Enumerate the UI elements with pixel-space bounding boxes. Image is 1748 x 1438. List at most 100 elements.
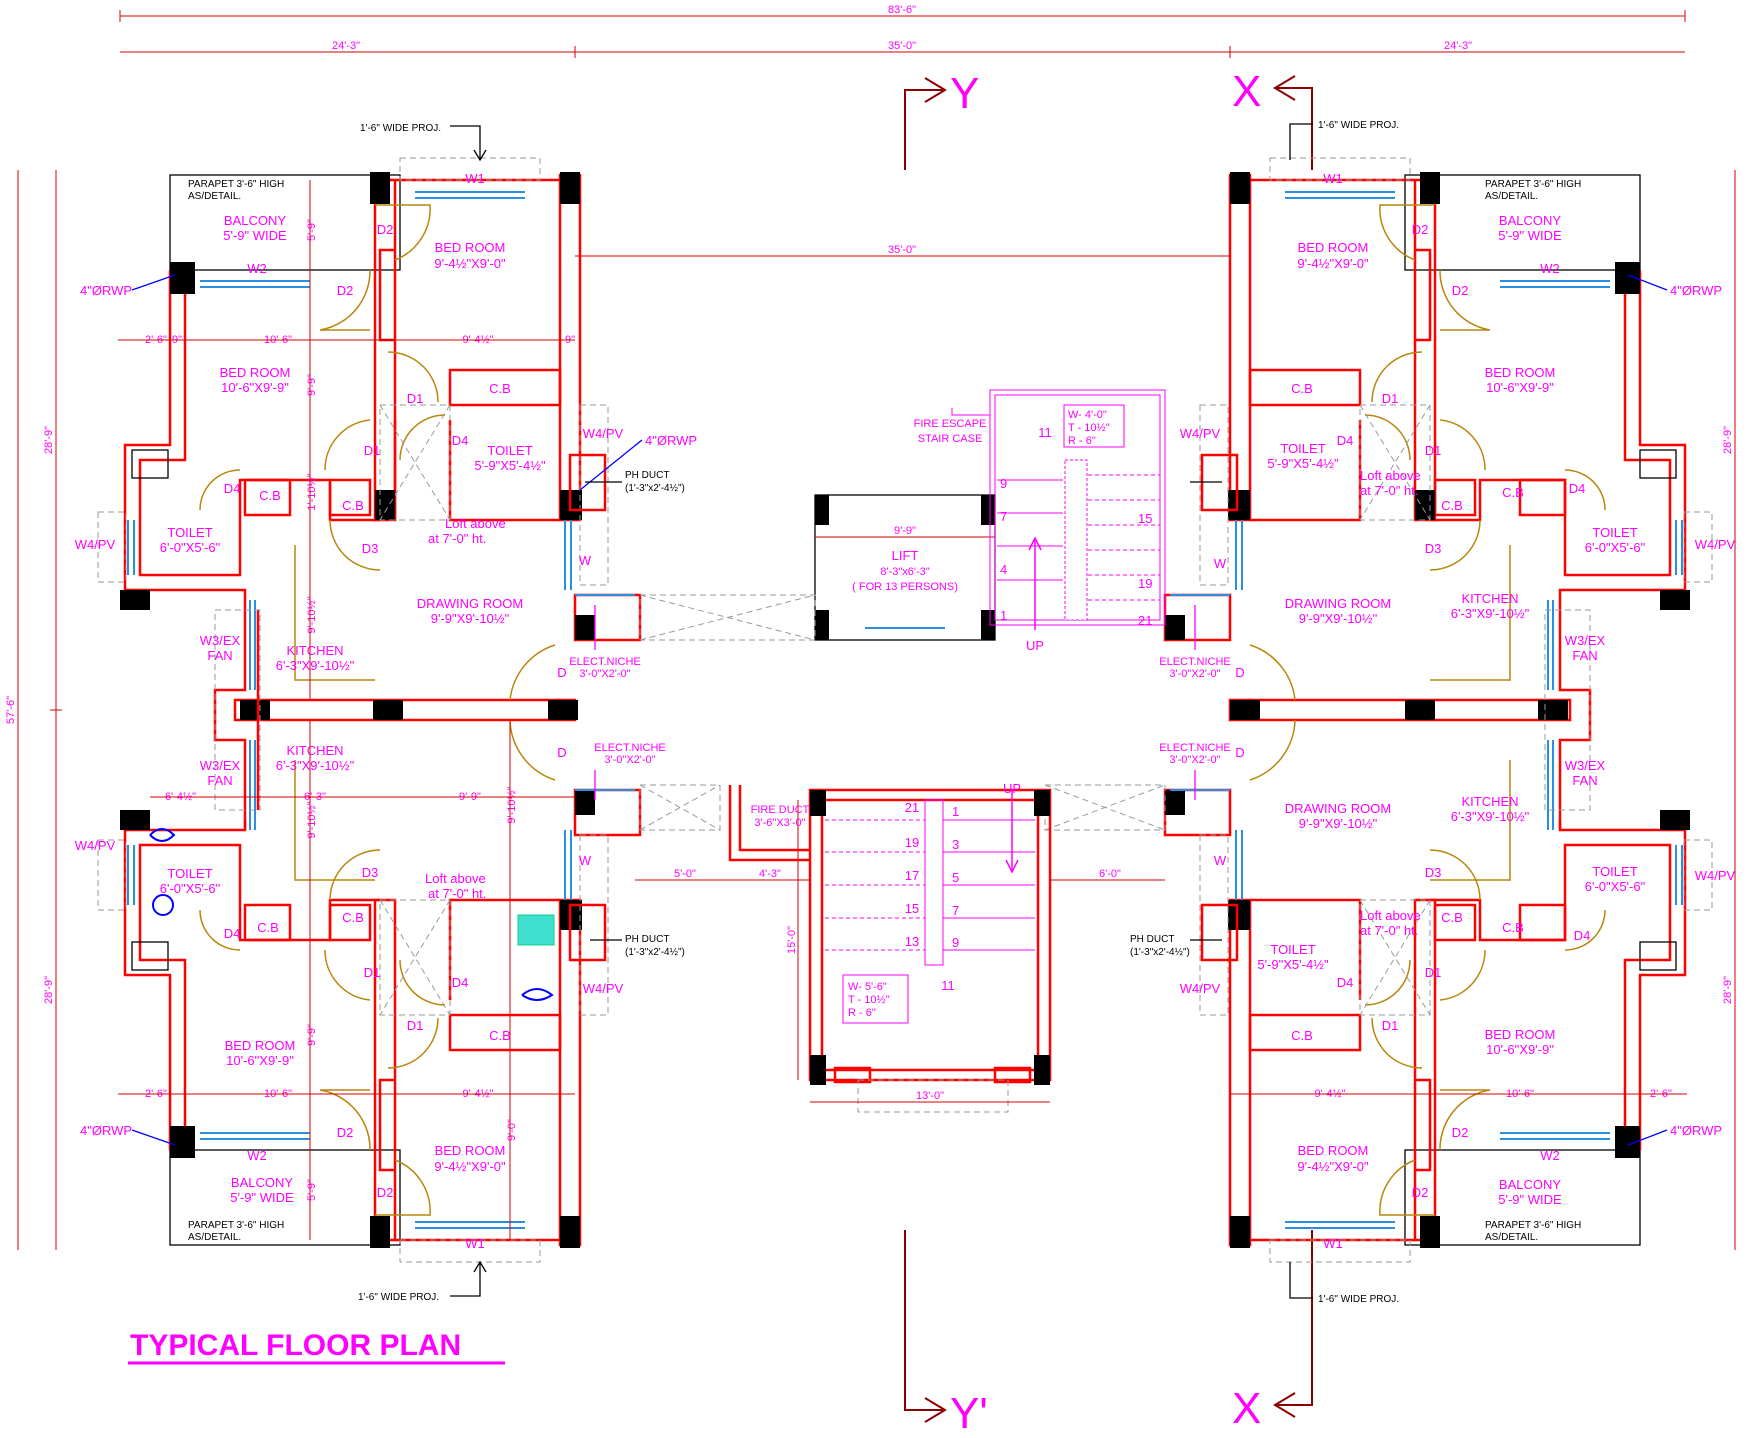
main-stair-step-15: 15 <box>905 901 919 916</box>
dim-5-0: 5'-0" <box>674 868 696 880</box>
kitchen-size-rt: 6'-3"X9'-10½" <box>1451 606 1530 621</box>
elect-label-rt: ELECT.NICHE <box>1159 656 1231 668</box>
d3-label-lb: D3 <box>362 865 379 880</box>
cb-label-rt-2: C.B <box>1441 498 1463 513</box>
d1-label-lt-1: D1 <box>407 391 424 406</box>
main-stair-step-7: 7 <box>952 903 959 918</box>
w1-label-rt: W1 <box>1323 171 1343 186</box>
elect-size-lt: 3'-0"X2'-0" <box>579 668 630 680</box>
toilet2-label-rt: TOILET <box>1280 441 1325 456</box>
fire-duct-size: 3'-6"X3'-0" <box>754 817 805 829</box>
loft-label-lb: Loft above <box>425 871 486 886</box>
right-bottom-labels: PARAPET 3'-6" HIGH AS/DETAIL. BALCONY 5'… <box>1130 742 1736 1305</box>
d-label-lt: D <box>557 665 566 680</box>
leaders <box>131 123 1668 1299</box>
dim-9-10-lb: 9'-10½" <box>306 801 318 838</box>
loft-label-rb-2: at 7'-0" ht. <box>1360 923 1418 938</box>
fan-label-lb: FAN <box>207 773 232 788</box>
kitchen-size-lb: 6'-3"X9'-10½" <box>276 758 355 773</box>
right-wing-dim: 24'-3" <box>1444 40 1472 52</box>
fire-stair-step-15: 15 <box>1138 511 1152 526</box>
fire-stair-step-19: 19 <box>1138 576 1152 591</box>
inner-span-dim: 35'-0" <box>888 244 916 256</box>
d-label-lb: D <box>557 745 566 760</box>
toilet-size-rt: 6'-0"X5'-6" <box>1585 540 1646 555</box>
loft-label-lt-2: at 7'-0" ht. <box>428 531 486 546</box>
bed1-size-lb: 9'-4½"X9'-0" <box>434 1159 506 1174</box>
rwp-label-lt: 4"ØRWP <box>80 283 132 298</box>
bed1-label-rt: BED ROOM <box>1298 240 1369 255</box>
d1-label-rt-2: D1 <box>1425 443 1442 458</box>
balcony-label-lb: BALCONY <box>231 1175 293 1190</box>
main-stair-step-9: 9 <box>952 935 959 950</box>
d2-label-rb-2: D2 <box>1452 1125 1469 1140</box>
elect-label-lb: ELECT.NICHE <box>594 742 666 754</box>
main-stair-t: T - 10½" <box>848 994 890 1006</box>
fan-label-lt: FAN <box>207 648 232 663</box>
toilet-label-lb: TOILET <box>167 866 212 881</box>
kitchen-label-lb: KITCHEN <box>286 743 343 758</box>
left-bottom-unit <box>97 810 609 1263</box>
fire-stair-r: R - 6" <box>1068 435 1096 447</box>
dim-5-9-lt: 5'-9" <box>306 219 318 241</box>
dim-9-9-lb: 9'-9" <box>306 1024 318 1046</box>
w3-label-lb: W3/EX <box>200 758 241 773</box>
half-height-bottom-left: 28'-9" <box>43 976 55 1004</box>
fire-duct-label: FIRE DUCT <box>751 804 810 816</box>
d4-label-rt-1: D4 <box>1337 433 1354 448</box>
w-label-rb: W <box>1214 853 1227 868</box>
cb-label-rt-3: C.B <box>1502 485 1524 500</box>
balcony-label-rb: BALCONY <box>1499 1177 1561 1192</box>
d2-label-lb-1: D2 <box>377 1185 394 1200</box>
bed1-label-rb: BED ROOM <box>1298 1143 1369 1158</box>
w4pv-label-rt-1: W4/PV <box>1180 426 1221 441</box>
w2-label-rb: W2 <box>1540 1148 1560 1163</box>
drawing-label-lt: DRAWING ROOM <box>417 596 523 611</box>
dim-9-0-lb: 9'-0" <box>506 1119 518 1141</box>
w2-label-lt: W2 <box>247 261 267 276</box>
fire-stair-t: T - 10½" <box>1068 422 1110 434</box>
right-top-unit <box>1199 157 1713 610</box>
d3-label-rb: D3 <box>1425 865 1442 880</box>
w1-label-lb: W1 <box>465 1236 485 1251</box>
toilet-size-rb: 6'-0"X5'-6" <box>1585 879 1646 894</box>
cb-label-lb-3: C.B <box>257 920 279 935</box>
d-label-rb: D <box>1235 745 1244 760</box>
toilet2-label-lt: TOILET <box>487 443 532 458</box>
bed1-size-rb: 9'-4½"X9'-0" <box>1297 1159 1369 1174</box>
section-x-bottom: X <box>1232 1384 1261 1433</box>
kitchen-size-lt: 6'-3"X9'-10½" <box>276 658 355 673</box>
fire-stair-step-1: 1 <box>1000 608 1007 623</box>
half-height-bottom-right: 28'-9" <box>1722 976 1734 1004</box>
parapet-label-rt: PARAPET 3'-6" HIGH <box>1485 179 1581 190</box>
bed1-size-rt: 9'-4½"X9'-0" <box>1297 256 1369 271</box>
w4pv-label-lt-1: W4/PV <box>583 426 624 441</box>
core-block <box>635 389 1166 1113</box>
toilet-label-rt: TOILET <box>1592 525 1637 540</box>
rwp-label-lb: 4"ØRWP <box>80 1123 132 1138</box>
dim-6-0: 6'-0" <box>1099 868 1121 880</box>
toilet2-size-rb: 5'-9"X5'-4½" <box>1257 957 1329 972</box>
left-top-labels: PARAPET 3'-6" HIGH AS/DETAIL. BALCONY 5'… <box>75 123 697 700</box>
drawing-label-rt: DRAWING ROOM <box>1285 596 1391 611</box>
kitchen-label-lt: KITCHEN <box>286 643 343 658</box>
balcony-label-lt: BALCONY <box>224 213 286 228</box>
d4-label-rb-1: D4 <box>1337 975 1354 990</box>
bed1-size-lt: 9'-4½"X9'-0" <box>434 256 506 271</box>
proj-label-rt: 1'-6" WIDE PROJ. <box>1318 120 1399 131</box>
parapet-label-rt-2: AS/DETAIL. <box>1485 191 1538 202</box>
parapet-label-lb-2: AS/DETAIL. <box>188 1232 241 1243</box>
parapet-label-rb-2: AS/DETAIL. <box>1485 1232 1538 1243</box>
elect-size-rb: 3'-0"X2'-0" <box>1169 754 1220 766</box>
fan-label-rt: FAN <box>1572 648 1597 663</box>
kitchen-label-rb: KITCHEN <box>1461 794 1518 809</box>
dim-1-10-lt: 1'-10½" <box>306 473 318 510</box>
ph-duct-size-lb: (1'-3"x2'-4½") <box>625 947 685 958</box>
w-label-lb: W <box>579 853 592 868</box>
fire-stair-step-21: 21 <box>1138 613 1152 628</box>
cb-label-rb-2: C.B <box>1441 910 1463 925</box>
main-stair-width-dim: 13'-0" <box>916 1090 944 1102</box>
w3-label-rb: W3/EX <box>1565 758 1606 773</box>
cb-label-lb-2: C.B <box>342 910 364 925</box>
